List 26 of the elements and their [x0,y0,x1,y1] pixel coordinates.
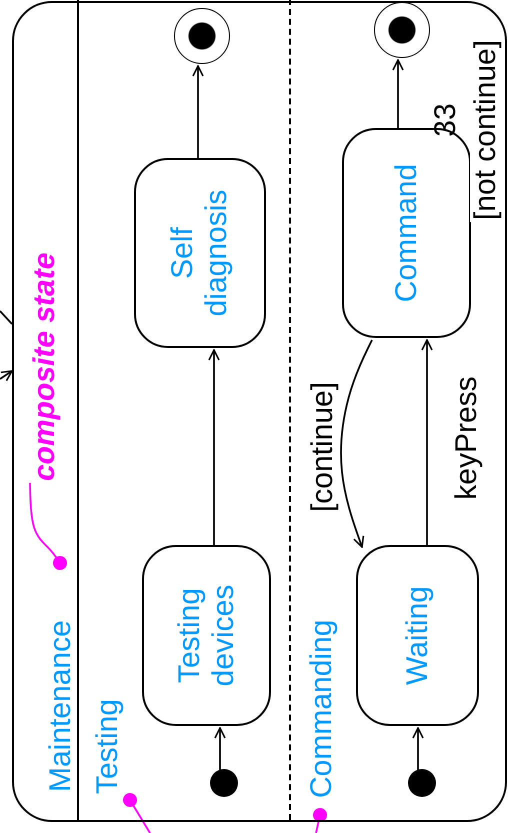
state-title: Testing [91,698,125,794]
initial-state [210,769,238,797]
state-title: Commanding [305,620,339,798]
transition-arrow [214,727,226,771]
stray-number: 33 [430,102,462,139]
transition-arrow [0,370,13,382]
transition-arrow [208,349,220,547]
state-title: Maintenance [44,620,78,792]
transition-arrow [412,727,424,771]
state-box [356,545,479,726]
annotation-text: composite state [28,252,62,481]
transition-arrow [340,340,373,548]
leader-line [123,793,151,833]
state-name: Testing devices [172,584,240,688]
state-box [134,158,266,348]
transition-arrow [192,65,204,160]
state-box [142,545,271,726]
leader-line [313,808,327,833]
transition-arrow [421,339,433,547]
state-name: Waiting [400,586,434,685]
state-name: Self diagnosis [166,188,234,318]
line [0,310,13,325]
leader-line [29,482,67,570]
initial-state [408,769,436,797]
state-name: Command [390,164,424,302]
transition-arrow [392,59,404,130]
